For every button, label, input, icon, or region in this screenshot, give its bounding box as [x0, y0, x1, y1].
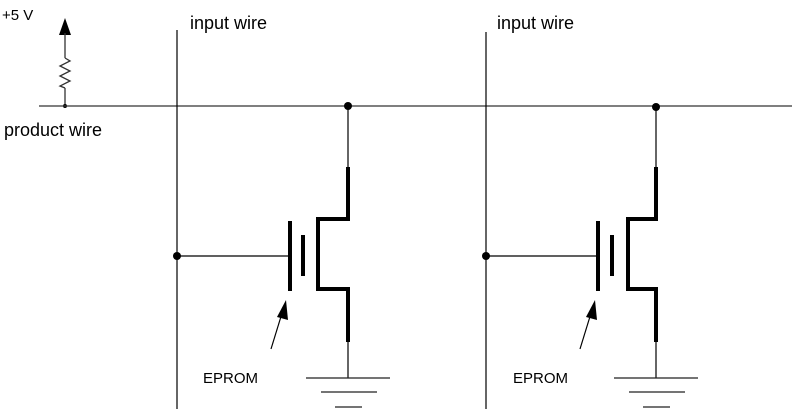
pullup-resistor-group: +5 V [2, 7, 72, 108]
eprom-cell-1: input wire EPROM [173, 13, 390, 409]
resistor-icon [58, 57, 72, 89]
pointer-arrow-icon [277, 300, 288, 320]
pointer-arrow-icon [586, 300, 597, 320]
supply-voltage-label: +5 V [2, 7, 33, 24]
channel [626, 167, 658, 342]
input-wire-label: input wire [190, 13, 267, 33]
input-wire-label: input wire [497, 13, 574, 33]
supply-arrow-icon [59, 18, 71, 35]
eprom-cell-2: input wire EPROM [482, 13, 698, 409]
product-wire-label: product wire [4, 120, 102, 140]
ground-icon [614, 377, 698, 408]
eprom-label: EPROM [513, 370, 568, 387]
ground-icon [306, 377, 390, 408]
channel [316, 167, 350, 342]
floating-gate-mosfet-icon [596, 167, 658, 342]
eprom-label: EPROM [203, 370, 258, 387]
floating-gate-mosfet-icon [288, 167, 350, 342]
